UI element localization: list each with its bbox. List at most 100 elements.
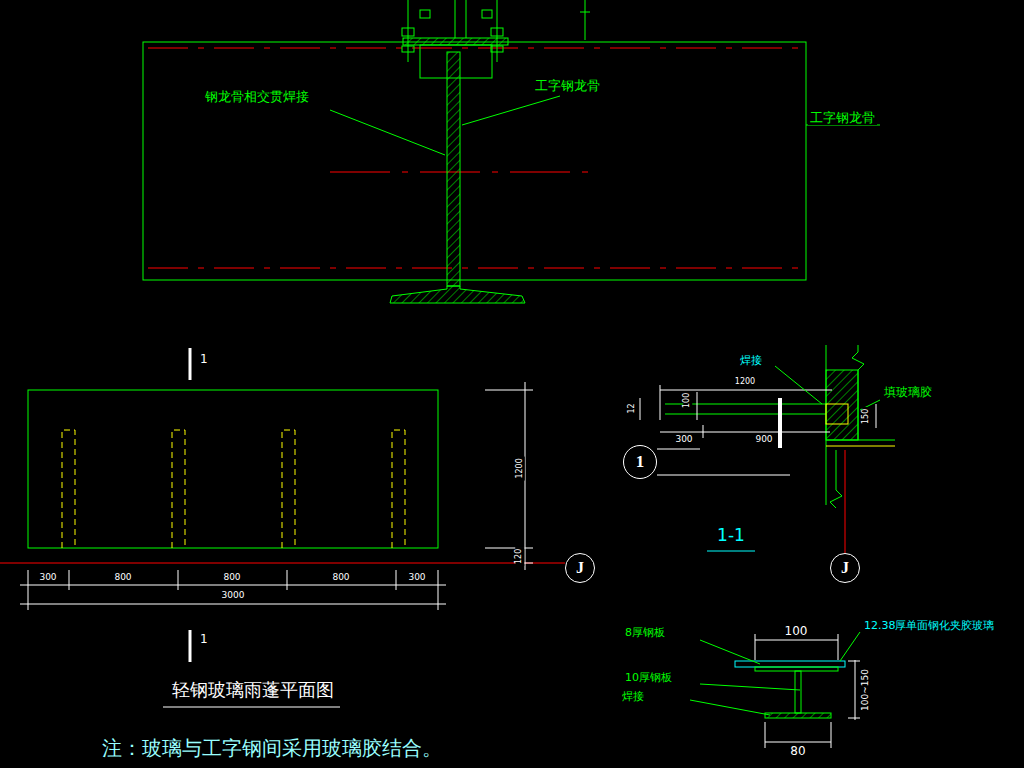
cad-line xyxy=(765,713,831,718)
dimension: 100 xyxy=(783,625,810,638)
cad-line xyxy=(189,630,192,662)
cad-line xyxy=(408,0,409,62)
cad-line xyxy=(876,404,877,428)
leader-label: 填玻璃胶 xyxy=(882,386,934,399)
section-title: 1-1 xyxy=(715,526,747,545)
cad-line xyxy=(657,475,790,476)
cad-line xyxy=(253,707,340,708)
leader-label: 12.38厚单面钢化夹胶玻璃 xyxy=(862,620,997,632)
cad-line xyxy=(0,563,565,564)
cad-line xyxy=(735,661,845,667)
cad-line xyxy=(826,370,858,440)
dimension: 300 xyxy=(37,573,58,583)
cad-line xyxy=(455,0,456,38)
cad-line xyxy=(840,632,860,661)
section-1-1 xyxy=(640,345,895,553)
cad-line xyxy=(700,684,800,690)
dimension: 120 xyxy=(516,546,525,565)
note: 注：玻璃与工字钢间采用玻璃胶结合。 xyxy=(100,737,444,759)
cad-line xyxy=(287,570,288,590)
cad-line xyxy=(755,634,756,660)
dimension: 100~150 xyxy=(861,667,871,713)
cad-line xyxy=(172,430,185,548)
cad-line xyxy=(497,0,498,62)
cad-line xyxy=(826,404,848,424)
section-mark: 1 xyxy=(198,353,210,366)
cad-line xyxy=(831,722,832,748)
cad-line xyxy=(402,46,414,52)
leader-label: 8厚钢板 xyxy=(623,627,667,639)
cad-line xyxy=(20,382,533,610)
cad-line xyxy=(282,430,295,548)
dimension: 800 xyxy=(112,573,133,583)
cad-line xyxy=(403,38,508,45)
cad-line xyxy=(148,268,800,269)
cad-line xyxy=(657,449,700,450)
cad-line xyxy=(148,48,800,49)
cad-line xyxy=(690,700,770,715)
cad-line xyxy=(62,430,75,548)
cad-line xyxy=(189,348,192,662)
beam-detail xyxy=(690,632,860,748)
cad-line xyxy=(660,432,830,433)
cad-line xyxy=(485,548,533,549)
dimension: 900 xyxy=(753,435,774,445)
cad-line xyxy=(755,640,838,641)
cad-line xyxy=(848,661,860,662)
cad-line xyxy=(765,742,831,743)
cad-line xyxy=(660,385,661,420)
cad-line xyxy=(485,390,533,391)
cad-line xyxy=(28,390,438,548)
cad-line xyxy=(826,440,895,441)
leader-label: 工字钢龙骨 xyxy=(533,79,602,93)
leader-label: 工字钢龙骨 xyxy=(808,111,877,125)
dimension: 300 xyxy=(406,573,427,583)
dimension: 12 xyxy=(628,401,637,415)
cad-line xyxy=(20,585,446,586)
cad-line xyxy=(775,366,822,404)
cad-line xyxy=(482,10,492,18)
cad-line xyxy=(143,42,806,280)
cad-line xyxy=(330,172,600,173)
cad-line xyxy=(390,286,525,303)
cad-line xyxy=(462,96,560,125)
dimension: 1200 xyxy=(516,456,525,480)
axis-bubble: J xyxy=(830,553,860,583)
bubble-text: J xyxy=(841,559,849,577)
cad-line xyxy=(778,398,782,448)
cad-line xyxy=(330,110,445,155)
cad-line xyxy=(707,551,755,552)
dimension: 150 xyxy=(863,406,872,425)
axis-bubble: 1 xyxy=(623,445,657,479)
cad-line xyxy=(830,450,842,508)
cad-line xyxy=(765,722,766,748)
leader-label: 焊接 xyxy=(620,691,646,703)
cad-line xyxy=(640,385,876,475)
dimension: 100 xyxy=(684,390,693,409)
drawing-title: 轻钢玻璃雨蓬平面图 xyxy=(170,680,336,700)
axis-bubble: J xyxy=(565,553,595,583)
dimension: 800 xyxy=(221,573,242,583)
dimension: 300 xyxy=(673,435,694,445)
cad-line xyxy=(189,348,192,380)
cad-line xyxy=(700,640,760,664)
dimension: 3000 xyxy=(220,591,247,601)
cad-line xyxy=(665,414,826,415)
cad-line xyxy=(491,28,503,36)
cad-line xyxy=(848,718,860,719)
cad-line xyxy=(755,667,838,671)
cad-line xyxy=(845,450,846,553)
cad-line xyxy=(69,570,70,590)
cad-line xyxy=(420,10,430,18)
section-mark: 1 xyxy=(198,633,210,646)
leader-label: 10厚钢板 xyxy=(623,672,674,684)
cad-line xyxy=(402,28,414,36)
cad-line xyxy=(466,0,467,38)
cad-line xyxy=(525,382,526,570)
cad-line xyxy=(20,604,446,605)
dimension: 1200 xyxy=(733,378,757,387)
cad-line xyxy=(795,671,801,713)
cad-line xyxy=(491,46,503,52)
canopy-plan xyxy=(0,348,565,707)
